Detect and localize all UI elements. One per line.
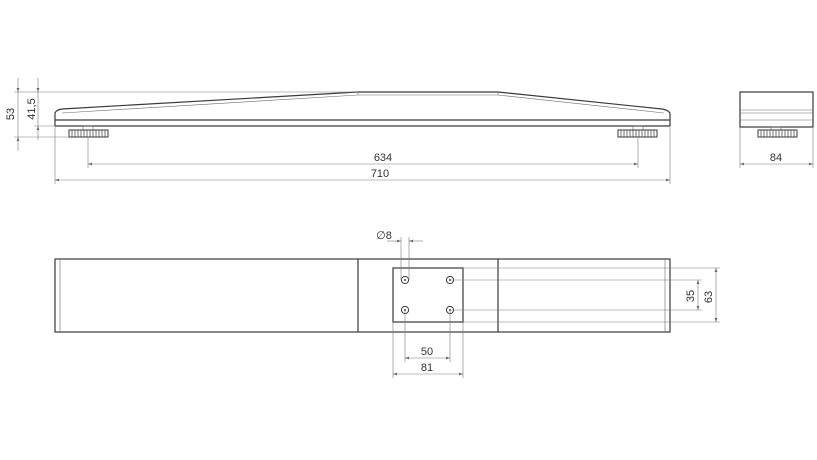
dim-hole-diameter: ∅8 <box>376 230 392 242</box>
dim-depth: 84 <box>770 152 782 164</box>
hole-diameter-value: 8 <box>386 230 392 242</box>
mounting-plate <box>392 267 464 323</box>
dim-plate-width: 81 <box>421 362 433 374</box>
leveling-foot-left <box>68 125 109 138</box>
dim-profile-height: 41,5 <box>26 98 38 119</box>
dim-foot-spacing: 634 <box>374 152 392 164</box>
mounting-hole <box>400 275 410 285</box>
leveling-foot-side <box>757 129 798 138</box>
top-view: ∅8 50 81 35 63 <box>54 230 720 378</box>
dim-overall-length: 710 <box>371 168 389 180</box>
diameter-symbol: ∅ <box>376 230 386 242</box>
dim-hole-spacing-x: 50 <box>421 346 433 358</box>
dim-plate-height: 63 <box>703 291 715 303</box>
side-view: 84 <box>739 91 814 168</box>
dim-total-height: 53 <box>5 108 17 120</box>
front-view: 53 41,5 634 710 <box>5 78 671 184</box>
dim-hole-spacing-y: 35 <box>685 290 697 302</box>
leveling-foot-right <box>617 125 658 138</box>
